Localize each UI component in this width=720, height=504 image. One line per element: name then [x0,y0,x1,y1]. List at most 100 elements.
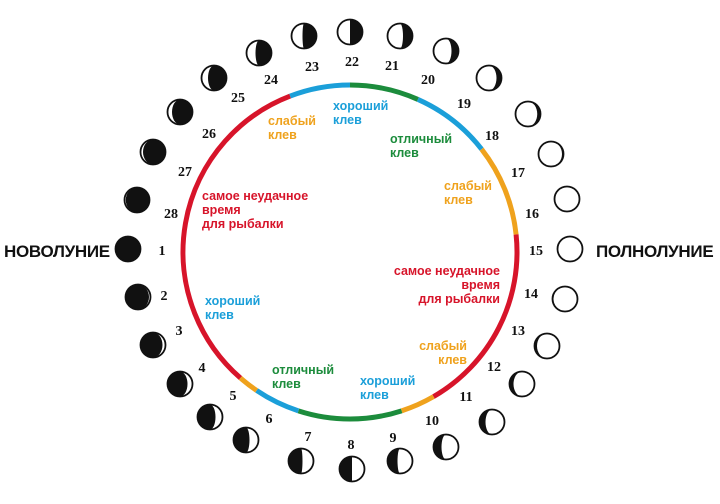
zone-label-line: хороший [205,294,260,308]
moon-outline [139,331,167,359]
zone-label-line: хороший [333,99,388,113]
moon-phase-icons [114,18,584,483]
day-number-5: 5 [230,389,237,404]
moon-outline [139,138,167,166]
moon-phase-icon-day-8 [338,455,366,483]
day-number-9: 9 [390,431,397,446]
day-number-24: 24 [264,73,278,88]
full-moon-label: ПОЛНОЛУНИЕ [596,242,713,261]
moon-outline [533,332,561,360]
zone-label-line: слабый [419,339,467,353]
zone-label-line: клев [268,128,297,142]
zone-label-line: клев [438,353,467,367]
moon-phase-icon-day-18 [514,100,542,128]
zone-label-line: слабый [444,179,492,193]
moon-outline [245,39,273,67]
moon-shadow [167,99,193,125]
moon-outline [432,37,460,65]
zone-label-line: клев [444,193,473,207]
moon-outline [336,18,364,46]
zone-label-line: время [202,203,241,217]
zone-label-line: слабый [268,114,316,128]
moon-phase-icon-day-12 [508,370,536,398]
moon-lit-part [538,141,562,167]
moon-lit-part [537,333,560,359]
moon-outline [196,403,224,431]
moon-shadow [140,139,166,165]
zone-label-line: самое неудачное [202,189,308,203]
day-number-8: 8 [348,438,355,453]
zone-label-line: отличный [390,132,452,146]
ring-segment-bad [180,93,292,380]
moon-lit-part [301,448,314,474]
day-number-6: 6 [266,412,273,427]
moon-outline [386,447,414,475]
ring-segment-bad [432,234,520,399]
fishing-quality-ring [180,82,520,422]
zone-label-line: клев [272,377,301,391]
moon-shadow [124,187,150,213]
moon-phase-icon-day-11 [478,408,506,436]
ring-segment-good [255,388,300,414]
moon-phase-icon-day-25 [200,64,228,92]
ring-segment-weak [479,147,519,235]
moon-lit-part [557,236,583,262]
day-number-3: 3 [176,324,183,339]
moon-lit-part [246,427,259,453]
moon-lit-part [210,404,223,430]
moon-lit-part [291,23,304,49]
moon-shadow [167,371,193,397]
moon-lit-part [433,38,452,64]
moon-lit-part [515,101,538,127]
moon-lit-part [387,23,403,49]
day-number-15: 15 [529,244,543,259]
zone-label-line: клев [360,388,389,402]
moon-lit-part [441,434,459,460]
moon-phase-icon-day-6 [232,426,260,454]
day-number-27: 27 [178,165,192,180]
moon-lit-part [476,65,497,91]
moon-shadow [125,284,151,310]
moon-outline [123,186,151,214]
day-number-1: 1 [159,244,166,259]
moon-phase-icon-day-13 [533,332,561,360]
moon-lit-part [337,19,350,45]
moon-outline [338,455,366,483]
zone-label-line: клев [390,146,419,160]
moon-lit-part [153,332,166,358]
moon-outline [166,370,194,398]
zone-label-line: отличный [272,363,334,377]
moon-phase-icon-day-1 [114,235,142,263]
zone-label-line: самое неудачное [394,264,500,278]
day-number-25: 25 [231,91,245,106]
moon-outline [200,64,228,92]
moon-phase-icon-day-21 [386,22,414,50]
moon-phase-icon-day-7 [287,447,315,475]
moon-phase-icon-day-19 [475,64,503,92]
moon-phase-icon-day-9 [386,447,414,475]
day-number-18: 18 [485,129,499,144]
moon-outline [432,433,460,461]
moon-lit-part [554,186,580,212]
moon-lit-part [140,139,153,165]
moon-outline [551,285,579,313]
moon-phase-icon-day-16 [553,185,581,213]
day-number-19: 19 [457,97,471,112]
moon-outline [556,235,584,263]
moon-phase-icon-day-27 [139,138,167,166]
zone-label-line: клев [333,113,362,127]
ring-segment-weak [238,376,259,393]
day-number-12: 12 [487,360,501,375]
moon-phase-icon-day-20 [432,37,460,65]
moon-outline [232,426,260,454]
moon-lit-part [167,99,180,125]
moon-lit-part [485,409,505,435]
